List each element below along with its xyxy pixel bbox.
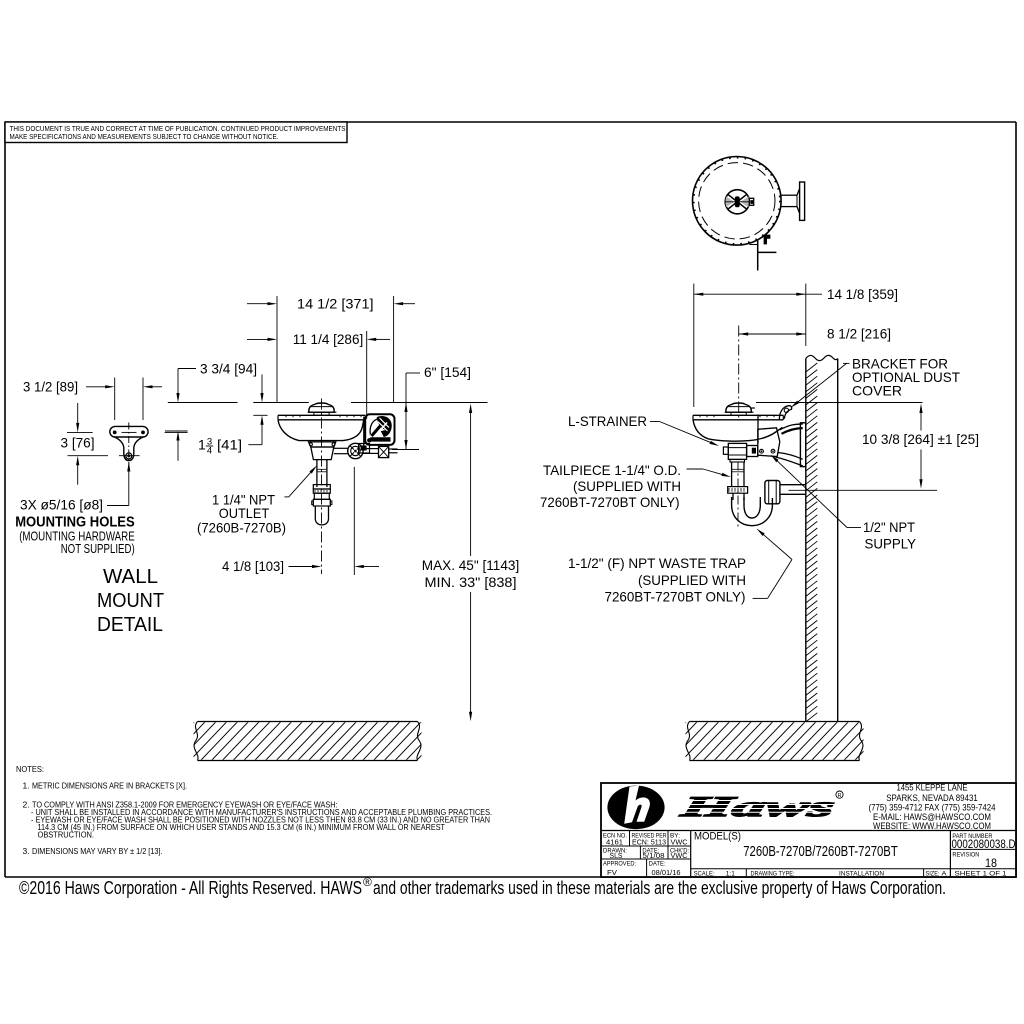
- svg-text:DIMENSIONS MAY VARY BY ± 1/2 [: DIMENSIONS MAY VARY BY ± 1/2 [13].: [32, 846, 163, 856]
- svg-text:1.: 1.: [23, 781, 30, 791]
- svg-text:3: 3: [207, 436, 212, 447]
- svg-text:10 3/8 [264] ±1 [25]: 10 3/8 [264] ±1 [25]: [862, 431, 979, 447]
- svg-text:MOUNT: MOUNT: [97, 589, 164, 612]
- svg-text:MOUNTING HOLES: MOUNTING HOLES: [15, 515, 135, 531]
- svg-text:NOTES:: NOTES:: [16, 764, 44, 774]
- svg-text:DATE:: DATE:: [649, 860, 666, 867]
- svg-text:7260BT-7270BT ONLY): 7260BT-7270BT ONLY): [605, 589, 746, 605]
- svg-text:©2016 Haws Corporation - All R: ©2016 Haws Corporation - All Rights Rese…: [19, 878, 362, 898]
- svg-text:TAILPIECE 1-1/4" O.D.: TAILPIECE 1-1/4" O.D.: [543, 462, 681, 478]
- svg-text:VWC: VWC: [671, 837, 689, 846]
- svg-text:DETAIL: DETAIL: [97, 613, 163, 636]
- svg-text:DRAWN:: DRAWN:: [603, 847, 627, 854]
- svg-text:METRIC DIMENSIONS ARE IN BRACK: METRIC DIMENSIONS ARE IN BRACKETS [X].: [32, 781, 187, 791]
- svg-text:ECN NO.: ECN NO.: [603, 832, 627, 839]
- svg-text:3 1/2 [89]: 3 1/2 [89]: [23, 379, 78, 395]
- svg-text:MAKE SPECIFICATIONS AND MEASUR: MAKE SPECIFICATIONS AND MEASUREMENTS SUB…: [10, 132, 279, 141]
- svg-text:PART NUMBER: PART NUMBER: [952, 833, 992, 840]
- svg-text:SHEET 1 OF 1: SHEET 1 OF 1: [955, 870, 1007, 877]
- svg-text:NOT SUPPLIED): NOT SUPPLIED): [61, 542, 135, 556]
- svg-text:0002080038.D: 0002080038.D: [952, 837, 1016, 851]
- svg-text:DATE:: DATE:: [642, 847, 659, 854]
- svg-text:FV: FV: [607, 868, 617, 877]
- svg-text:CHK'D:: CHK'D:: [670, 847, 689, 854]
- svg-text:SIZE:: SIZE:: [926, 870, 940, 877]
- svg-text:2.: 2.: [23, 800, 30, 810]
- svg-text:6" [154]: 6" [154]: [424, 364, 471, 380]
- svg-text:THIS DOCUMENT IS TRUE AND CORR: THIS DOCUMENT IS TRUE AND CORRECT AT TIM…: [10, 124, 346, 133]
- svg-text:WEBSITE: WWW.HAWSCO.COM: WEBSITE: WWW.HAWSCO.COM: [873, 821, 991, 832]
- svg-text:SPARKS, NEVADA 89431: SPARKS, NEVADA 89431: [886, 793, 978, 804]
- svg-text:4: 4: [207, 445, 212, 456]
- svg-text:MAX. 45" [1143]: MAX. 45" [1143]: [422, 557, 520, 573]
- svg-text:1:1: 1:1: [726, 870, 735, 877]
- svg-text:(775) 359-4712 FAX (775) 359-: (775) 359-4712 FAX (775) 359-7424: [869, 803, 996, 814]
- svg-text:5/1/08: 5/1/08: [643, 851, 665, 860]
- svg-text:WALL: WALL: [103, 565, 158, 588]
- svg-text:E-MAIL: HAWS@HAWSCO.COM: E-MAIL: HAWS@HAWSCO.COM: [873, 812, 991, 823]
- svg-text:BY:: BY:: [670, 832, 680, 839]
- svg-text:8 1/2 [216]: 8 1/2 [216]: [827, 326, 891, 342]
- svg-text:R: R: [838, 793, 842, 799]
- svg-text:1-1/2" (F) NPT WASTE TRAP: 1-1/2" (F) NPT WASTE TRAP: [568, 555, 746, 571]
- svg-text:ECN: 5113: ECN: 5113: [632, 837, 666, 846]
- svg-text:(SUPPLIED WITH: (SUPPLIED WITH: [638, 572, 746, 588]
- svg-text:MODEL(S): MODEL(S): [694, 831, 741, 843]
- svg-text:11 1/4 [286]: 11 1/4 [286]: [293, 331, 364, 347]
- svg-text:- EYEWASH OR EYE/FACE WASH SH: - EYEWASH OR EYE/FACE WASH SHALL BE POSI…: [31, 815, 490, 825]
- svg-text:14 1/2 [371]: 14 1/2 [371]: [297, 295, 374, 311]
- svg-text:3.: 3.: [23, 846, 30, 856]
- svg-text:3 3/4 [94]: 3 3/4 [94]: [200, 360, 257, 376]
- svg-text:1455 KLEPPE LANE: 1455 KLEPPE LANE: [897, 783, 968, 794]
- svg-text:(MOUNTING HARDWARE: (MOUNTING HARDWARE: [19, 530, 135, 544]
- svg-text:4 1/8 [103]: 4 1/8 [103]: [222, 558, 284, 574]
- svg-text:7260BT-7270BT ONLY): 7260BT-7270BT ONLY): [540, 494, 680, 510]
- svg-text:SUPPLY: SUPPLY: [865, 536, 917, 552]
- svg-text:4161: 4161: [606, 837, 623, 846]
- svg-text:SLS: SLS: [610, 851, 623, 860]
- svg-text:and other trademarks used in t: and other trademarks used in these mater…: [373, 878, 946, 898]
- svg-text:(SUPPLIED WITH: (SUPPLIED WITH: [573, 478, 681, 494]
- svg-text:VWC: VWC: [671, 851, 689, 860]
- svg-text:A: A: [942, 870, 947, 877]
- svg-text:14 1/8 [359]: 14 1/8 [359]: [827, 286, 898, 302]
- svg-text:3X ø5/16 [ø8]: 3X ø5/16 [ø8]: [20, 497, 103, 513]
- svg-text:SCALE:: SCALE:: [694, 870, 715, 877]
- svg-text:114.3 CM (45 IN.) FROM SURFACE: 114.3 CM (45 IN.) FROM SURFACE ON WHICH …: [38, 822, 446, 832]
- svg-text:18: 18: [985, 856, 997, 870]
- svg-text:TO COMPLY WITH ANSI Z358.1-200: TO COMPLY WITH ANSI Z358.1-2009 FOR EMER…: [32, 800, 338, 810]
- svg-text:- UNIT SHALL BE INSTALLED IN: - UNIT SHALL BE INSTALLED IN ACCORDANCE …: [31, 807, 492, 817]
- svg-text:REVISION: REVISION: [952, 852, 979, 859]
- svg-text:3 [76]: 3 [76]: [61, 435, 95, 451]
- svg-text:BRACKET FOR: BRACKET FOR: [852, 356, 948, 372]
- svg-text:1: 1: [198, 436, 206, 452]
- svg-text:Haws: Haws: [676, 791, 838, 823]
- svg-text:DRAWING TYPE:: DRAWING TYPE:: [751, 870, 795, 877]
- svg-text:MIN. 33" [838]: MIN. 33" [838]: [425, 574, 517, 590]
- svg-text:7260B-7270B/7260BT-7270BT: 7260B-7270B/7260BT-7270BT: [743, 844, 898, 860]
- svg-text:APPROVED:: APPROVED:: [603, 860, 636, 867]
- svg-text:(7260B-7270B): (7260B-7270B): [197, 519, 286, 535]
- svg-text:OPTIONAL DUST: OPTIONAL DUST: [852, 369, 960, 385]
- svg-text:COVER: COVER: [852, 383, 902, 399]
- svg-text:[41]: [41]: [217, 436, 242, 452]
- svg-text:OBSTRUCTION.: OBSTRUCTION.: [38, 830, 95, 840]
- svg-text:REVISED PER: REVISED PER: [632, 832, 667, 839]
- svg-text:08/01/16: 08/01/16: [652, 868, 681, 877]
- svg-text:1/2" NPT: 1/2" NPT: [863, 519, 915, 535]
- svg-text:OUTLET: OUTLET: [219, 505, 270, 521]
- svg-text:1 1/4" NPT: 1 1/4" NPT: [212, 492, 275, 508]
- svg-text:L-STRAINER: L-STRAINER: [568, 413, 647, 429]
- svg-text:®: ®: [363, 875, 372, 889]
- svg-text:INSTALLATION: INSTALLATION: [839, 870, 884, 877]
